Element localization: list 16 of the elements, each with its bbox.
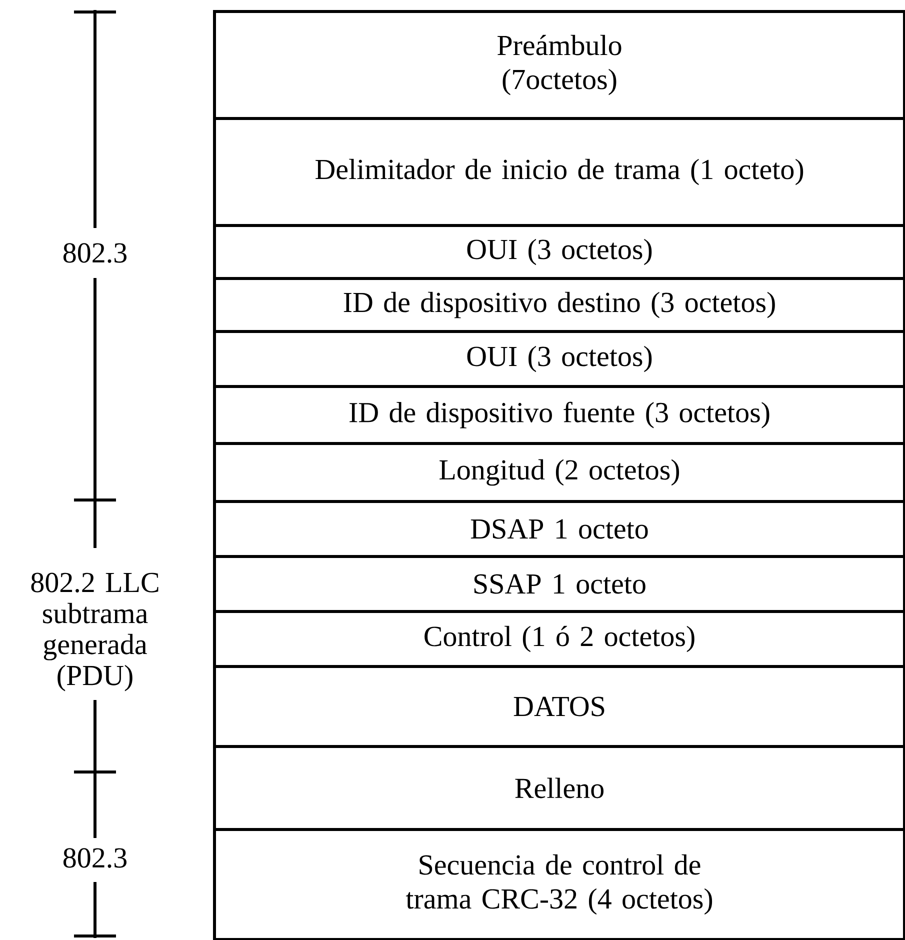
- field-row: Delimitador de inicio de trama (1 octeto): [213, 117, 905, 227]
- field-row: Secuencia de control de trama CRC-32 (4 octetos): [213, 828, 905, 940]
- field-row: OUI (3 octetos): [213, 330, 905, 388]
- field-row: Longitud (2 octetos): [213, 442, 905, 503]
- field-row: DATOS: [213, 665, 905, 748]
- field-row: SSAP 1 octeto: [213, 555, 905, 613]
- field-row: ID de dispositivo destino (3 octetos): [213, 277, 905, 333]
- field-row: DSAP 1 octeto: [213, 500, 905, 558]
- field-row: OUI (3 octetos): [213, 224, 905, 280]
- field-row: ID de dispositivo fuente (3 octetos): [213, 385, 905, 445]
- field-row: Preámbulo (7octetos): [213, 10, 905, 120]
- field-label: 802.2 LLC subtrama generada (PDU): [31, 572, 158, 692]
- field-row: Control (1 ó 2 octetos): [213, 610, 905, 668]
- field-row: Relleno: [213, 745, 905, 831]
- field-label: 802.3: [63, 848, 126, 868]
- field-label: 802.3: [63, 243, 126, 263]
